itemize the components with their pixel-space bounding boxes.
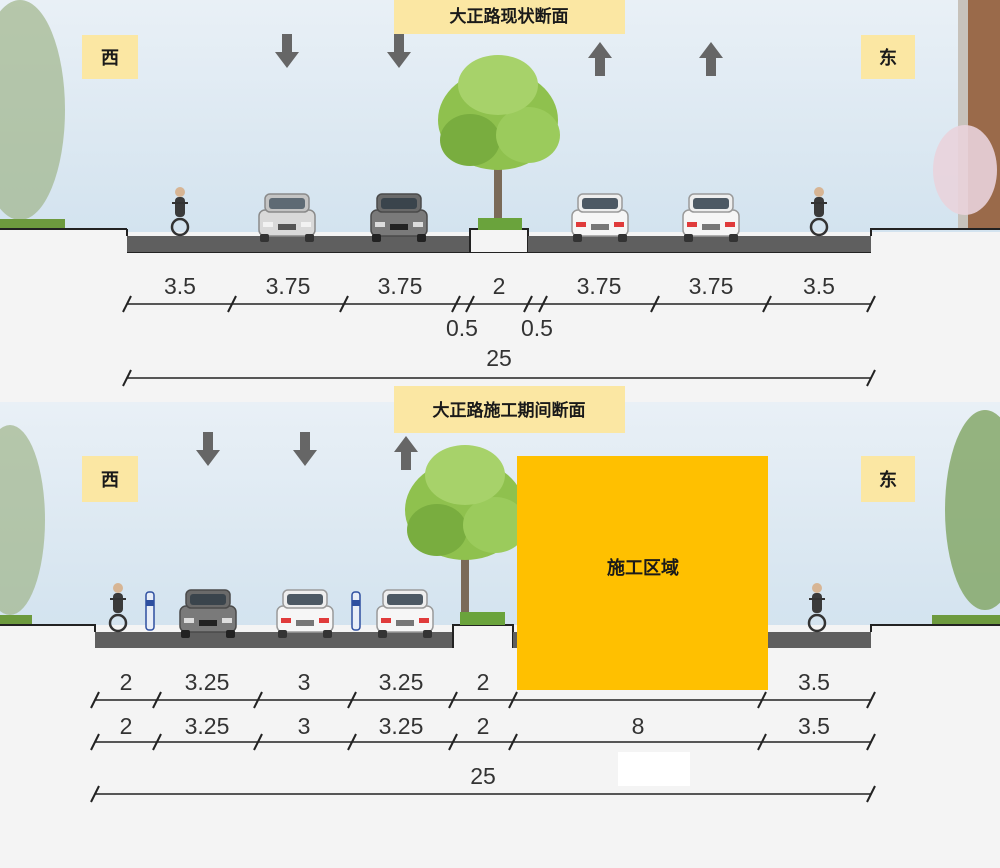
west-tree-backdrop [0,0,65,220]
top-sub-width-east: 0.5 [521,315,553,341]
bottom-total-dimension-line: 25 [90,752,876,803]
bottom-row1-width-5: 2 [477,669,490,695]
top-lane-dimension-line: 3.5 3.75 3.75 2 3.75 3.75 3.5 0.5 0.5 [122,273,876,341]
top-lane-width-3: 3.75 [378,273,423,299]
bottom-row2-width-7: 3.5 [798,713,830,739]
top-west-road [127,236,470,252]
top-lane-width-6: 3.75 [689,273,734,299]
top-lane-width-median: 2 [493,273,506,299]
top-east-label-box [861,35,915,79]
bottom-car-3 [376,589,434,639]
bottom-row2-width-1: 2 [120,713,133,739]
top-east-road [528,236,871,252]
top-sub-width-west: 0.5 [446,315,478,341]
bottom-row2-dimension-line: 2 3.25 3 3.25 2 8 3.5 [90,713,876,751]
bottom-west-tree-backdrop [0,425,45,615]
bottom-row1-width-1: 2 [120,669,133,695]
bollard-2 [351,591,361,631]
top-lane-width-2: 3.75 [266,273,311,299]
top-total-dimension-line: 25 [122,345,876,387]
top-car-1 [258,193,316,243]
bottom-row1-width-6: 3.5 [798,669,830,695]
top-lane-width-1: 3.5 [164,273,196,299]
top-lane-width-7: 3.5 [803,273,835,299]
construction-zone [517,456,768,690]
top-total-width: 25 [486,345,512,371]
top-east-label: 东 [879,47,897,69]
bottom-row2-width-3: 3 [298,713,311,739]
top-title-box [394,0,625,34]
top-title: 大正路现状断面 [450,6,569,27]
bottom-row1-width-2: 3.25 [185,669,230,695]
top-cross-section: 大正路现状断面 西 东 3.5 3.75 3.75 2 3.75 3.75 3.… [0,0,1000,400]
top-car-2 [370,193,428,243]
top-car-3 [571,193,629,243]
east-building [933,0,1000,228]
bottom-title: 大正路施工期间断面 [433,400,586,421]
bottom-car-1 [179,589,237,639]
top-median-shrub [478,218,522,230]
bottom-row2-width-5: 2 [477,713,490,739]
top-car-4 [682,193,740,243]
bottom-west-label: 西 [101,470,119,491]
bottom-car-2 [276,589,334,639]
bottom-row1-width-4: 3.25 [379,669,424,695]
construction-zone-label: 施工区域 [607,557,679,579]
bottom-row2-width-2: 3.25 [185,713,230,739]
bottom-east-label-box [861,456,915,502]
bottom-row1-dimension-line: 2 3.25 3 3.25 2 3.5 [90,669,876,709]
west-hedge [0,219,65,229]
bottom-cross-section: 大正路施工期间断面 西 东 2 3.25 3 3.25 2 3.5 2 3.25… [0,386,1000,863]
bottom-row1-width-3: 3 [298,669,311,695]
bottom-east-label: 东 [879,469,897,491]
top-lane-width-5: 3.75 [577,273,622,299]
bottom-row2-width-construction: 8 [632,713,645,739]
bottom-title-box [394,386,625,433]
top-west-label: 西 [101,48,119,69]
bottom-row2-width-4: 3.25 [379,713,424,739]
bottom-east-tree-backdrop [945,410,1000,610]
bottom-total-width: 25 [470,763,496,789]
bottom-west-road [95,632,453,648]
top-west-label-box [82,35,138,79]
bollard-1 [145,591,155,631]
bottom-west-label-box [82,456,138,502]
